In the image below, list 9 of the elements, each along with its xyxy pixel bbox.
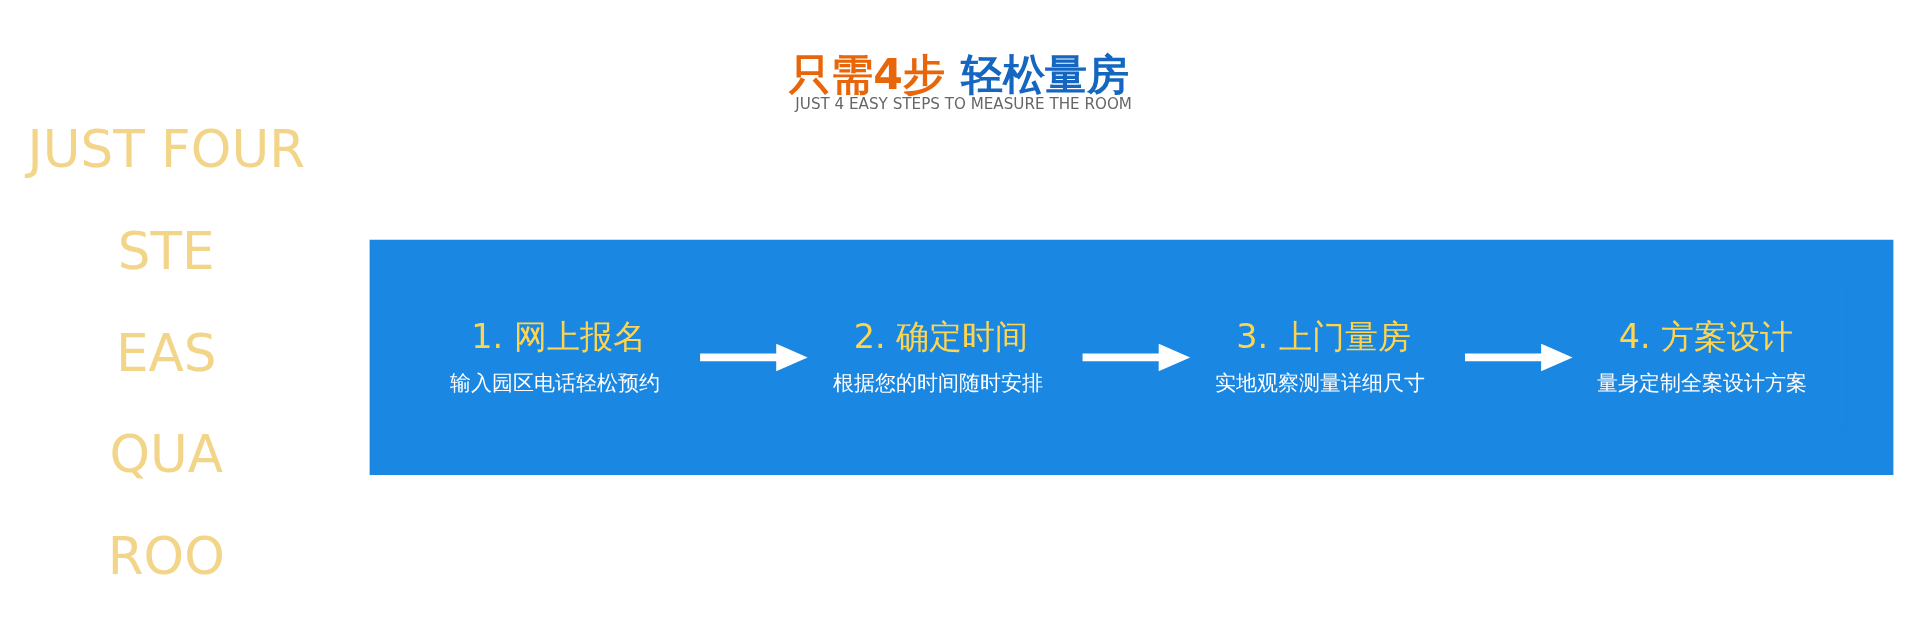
node-text: 1. 网上报名 输入园区电话轻松预约 <box>450 316 661 395</box>
node-text: 3. 上门量房 实地观察测量详细尺寸 <box>1214 316 1425 395</box>
label: EAS <box>115 322 217 383</box>
cluster <box>369 239 1894 475</box>
label: STE <box>117 220 215 281</box>
node-text: 2. 确定时间 根据您的时间随时安排 <box>832 316 1043 395</box>
label: QUA <box>109 423 224 484</box>
node-text: 4. 方案设计 量身定制全案设计方案 <box>1597 316 1808 395</box>
label: ROO <box>107 525 225 586</box>
